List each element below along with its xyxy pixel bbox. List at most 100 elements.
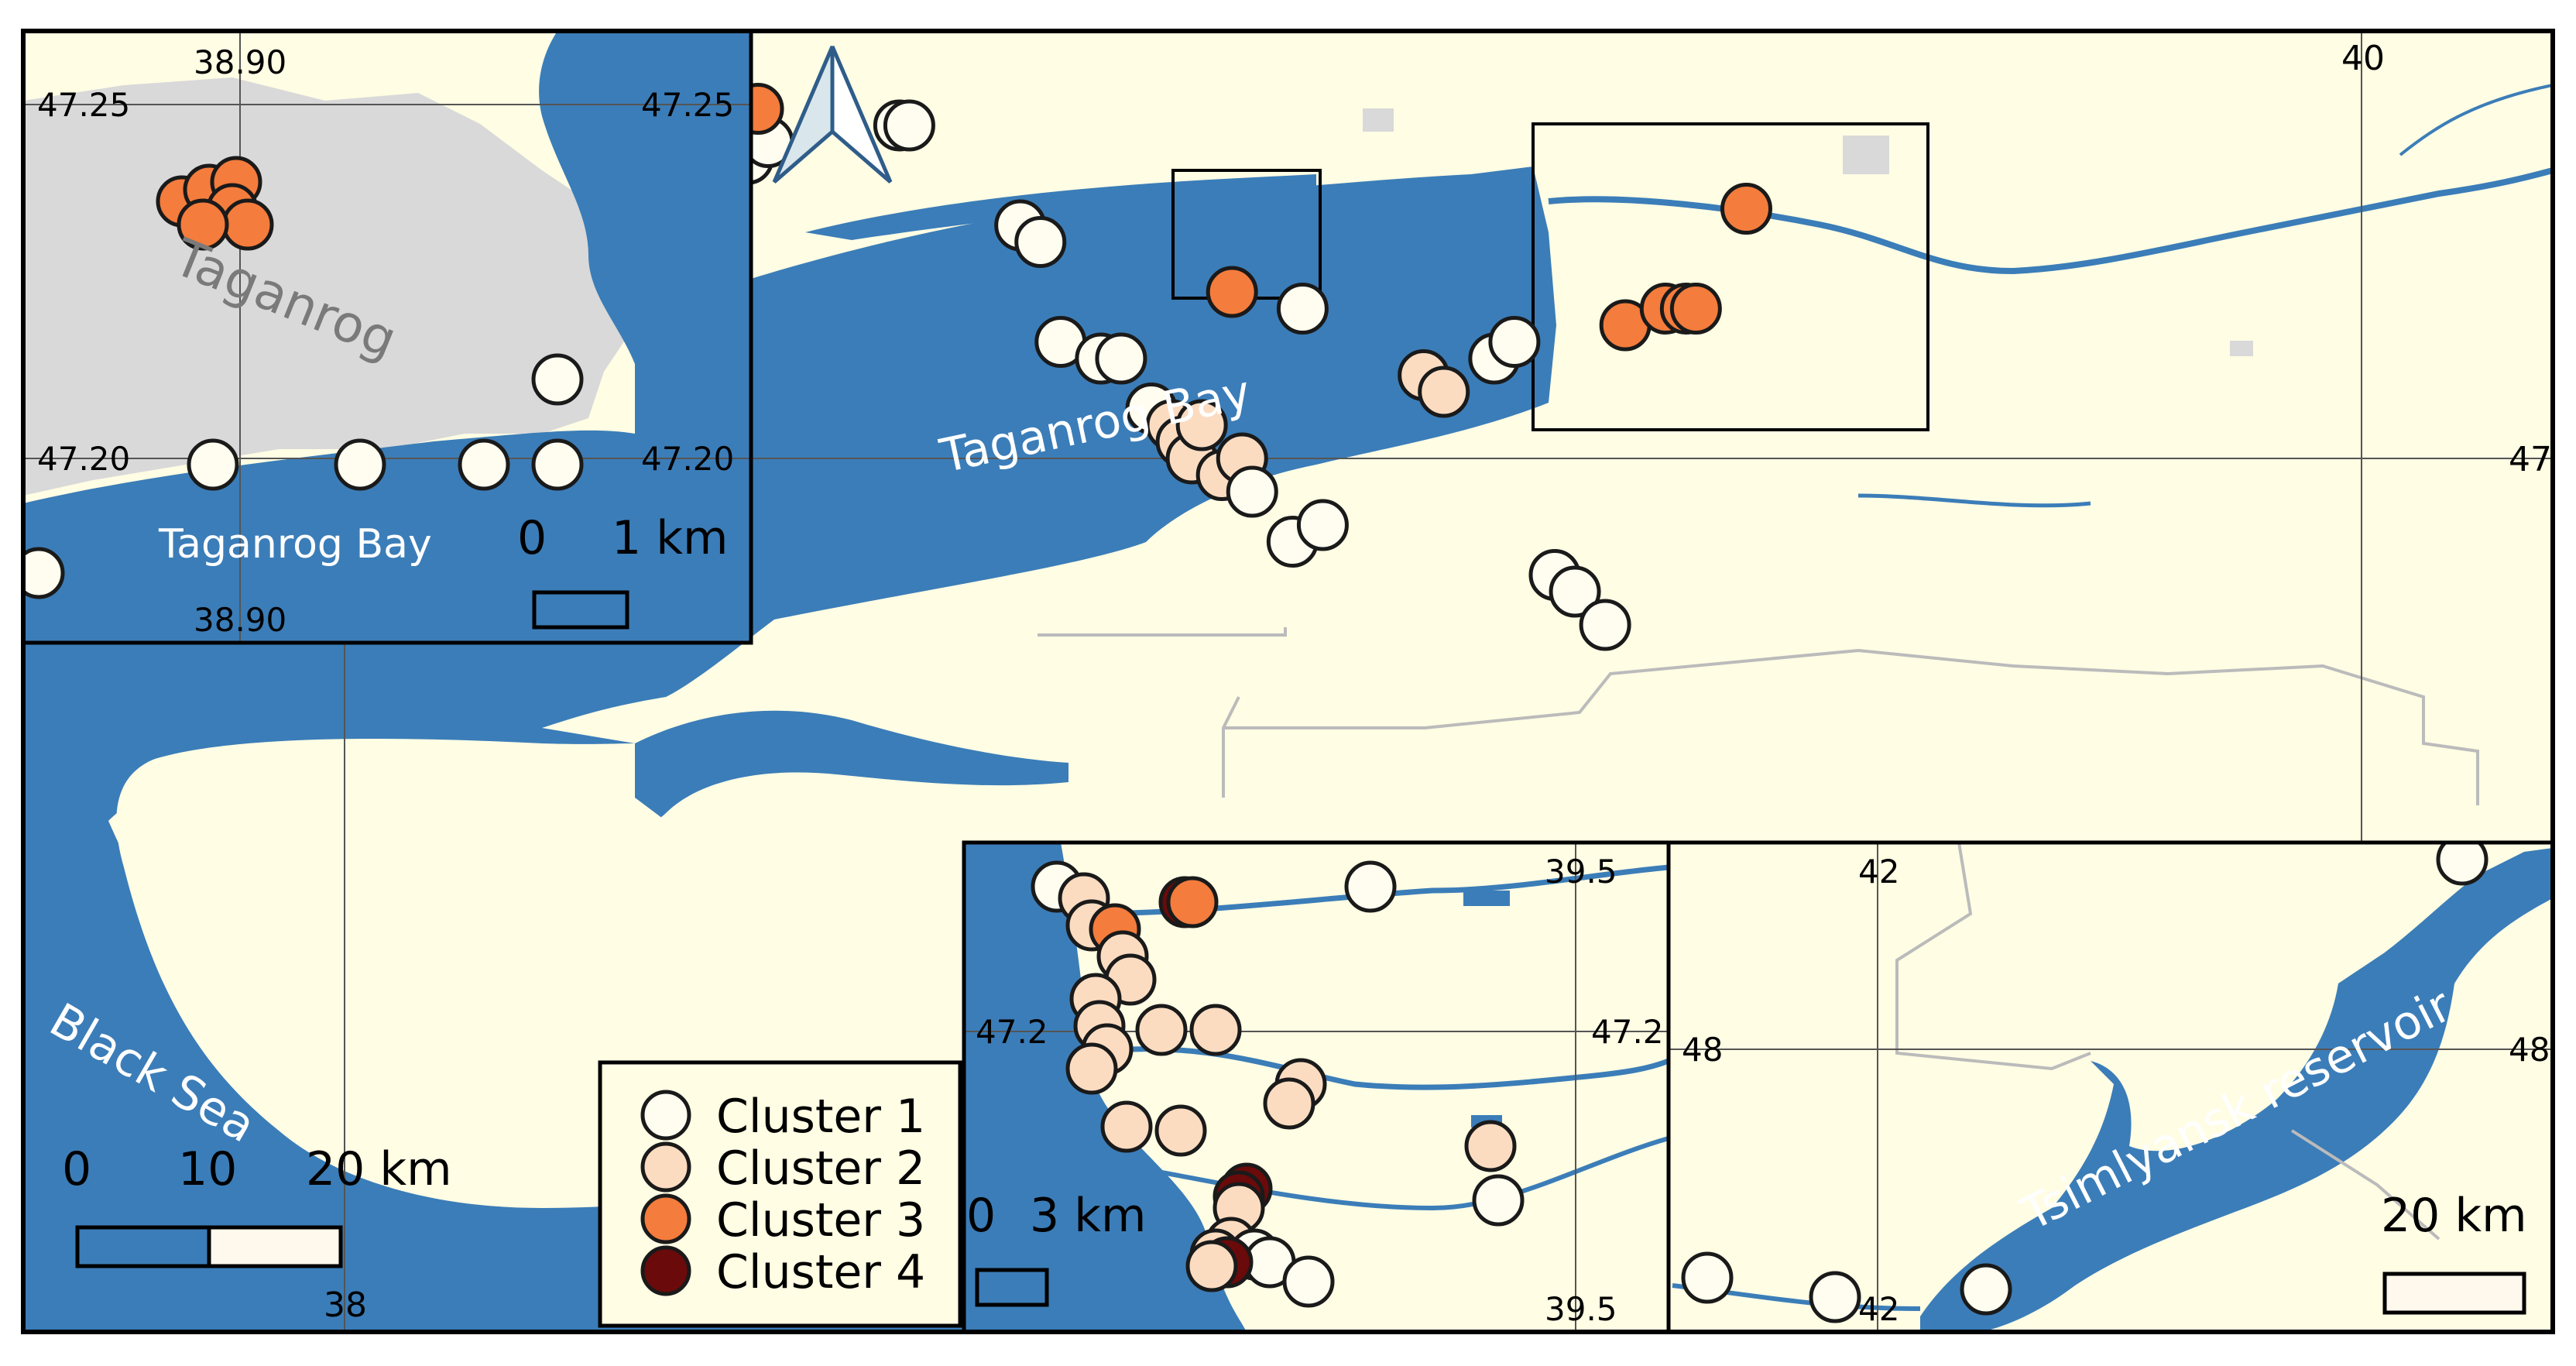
svg-text:42: 42 <box>1858 853 1899 891</box>
site-marker-cluster-2 <box>1189 1004 1242 1056</box>
legend-label: Cluster 3 <box>716 1193 925 1248</box>
site-marker-cluster-3 <box>177 198 229 251</box>
inset-delta-sites <box>1031 860 1525 1308</box>
legend-label: Cluster 2 <box>716 1141 925 1196</box>
urban-patch <box>2230 341 2253 356</box>
main-scalebar: 0 10 20 km <box>62 1142 452 1268</box>
site-marker-cluster-3 <box>1206 266 1258 318</box>
site-marker-cluster-1 <box>1681 1251 1734 1304</box>
inset-delta-scalebar: 0 3 km <box>966 1189 1146 1307</box>
site-marker-cluster-1 <box>1226 465 1278 518</box>
site-marker-cluster-1 <box>1960 1263 2012 1316</box>
svg-text:20 km: 20 km <box>306 1142 452 1196</box>
site-marker-cluster-1 <box>1579 599 1631 651</box>
inset-reservoir-sites <box>1681 843 2489 1323</box>
svg-text:1 km: 1 km <box>612 511 728 565</box>
site-marker-cluster-1 <box>1014 216 1067 268</box>
svg-text:47.20: 47.20 <box>641 440 734 478</box>
bay-narrow-channel <box>805 174 1316 240</box>
taganrog-bay-water <box>23 166 1556 728</box>
coord-main-lon-40: 40 <box>2341 39 2385 78</box>
svg-text:3 km: 3 km <box>1030 1189 1146 1243</box>
svg-text:48: 48 <box>1682 1031 1723 1069</box>
main-map: Taganrog Bay Black Sea 47 40 38 0 10 20 … <box>23 31 2553 1332</box>
site-marker-cluster-1 <box>1276 283 1329 335</box>
site-marker-cluster-2 <box>1263 1077 1315 1130</box>
site-marker-cluster-1 <box>1095 332 1147 385</box>
svg-text:0: 0 <box>517 511 547 565</box>
site-marker-cluster-1 <box>531 353 584 406</box>
site-marker-cluster-2 <box>1135 1004 1188 1056</box>
svg-text:38.90: 38.90 <box>194 43 286 81</box>
azov-strait-water <box>635 710 1068 822</box>
site-marker-cluster-1 <box>23 547 65 599</box>
svg-text:47.2: 47.2 <box>976 1013 1048 1051</box>
svg-text:38.90: 38.90 <box>194 601 286 639</box>
svg-text:47.25: 47.25 <box>641 86 734 124</box>
inset-reservoir-scalebar: 20 km <box>2381 1189 2527 1315</box>
urban-patch <box>1363 108 1394 132</box>
site-marker-cluster-1 <box>531 438 584 491</box>
site-marker-cluster-3 <box>1166 876 1219 928</box>
zoom-box-delta <box>1532 122 1929 431</box>
site-marker-cluster-1 <box>640 1090 691 1141</box>
svg-text:39.5: 39.5 <box>1545 853 1617 891</box>
tributary-2 <box>2399 84 2553 156</box>
svg-text:42: 42 <box>1858 1290 1899 1328</box>
site-marker-cluster-4 <box>640 1245 691 1296</box>
inset-bay-water <box>23 31 751 643</box>
inset-delta: 39.5 39.5 47.2 47.2 0 3 km <box>964 843 1669 1332</box>
legend-label: Cluster 1 <box>716 1090 925 1144</box>
site-marker-cluster-2 <box>1175 399 1228 451</box>
tributary <box>1857 493 2091 508</box>
svg-text:39.5: 39.5 <box>1545 1290 1617 1328</box>
inset-taganrog: Taganrog Taganrog Bay 38.90 38.90 47.25 … <box>23 31 751 643</box>
urban-patch <box>1843 136 1889 174</box>
site-marker-cluster-2 <box>1464 1120 1517 1172</box>
black-sea-water <box>23 643 964 1332</box>
north-arrow-icon <box>772 46 893 184</box>
site-marker-cluster-1 <box>1296 499 1349 551</box>
site-marker-cluster-3 <box>640 1193 691 1244</box>
delta-water <box>964 843 1247 1332</box>
admin-border <box>1038 627 2479 805</box>
site-marker-cluster-3 <box>1669 283 1722 335</box>
site-marker-cluster-1 <box>2436 843 2489 886</box>
delta-channel-3 <box>1099 1136 1669 1211</box>
site-marker-cluster-2 <box>1185 1240 1238 1292</box>
site-marker-cluster-2 <box>1100 1100 1153 1153</box>
svg-text:47.25: 47.25 <box>37 86 130 124</box>
site-marker-cluster-2 <box>640 1141 691 1193</box>
admin-border-inset <box>1895 843 2441 1241</box>
inset-taganrog-scalebar: 0 1 km <box>517 511 728 630</box>
svg-text:47.2: 47.2 <box>1591 1013 1664 1051</box>
inset-taganrog-sites <box>23 156 584 599</box>
site-marker-cluster-1 <box>1282 1255 1335 1308</box>
site-marker-cluster-1 <box>1472 1174 1525 1227</box>
coord-main-lon-38: 38 <box>324 1285 367 1325</box>
site-marker-cluster-3 <box>1720 183 1772 235</box>
svg-text:20 km: 20 km <box>2381 1189 2527 1243</box>
inset-reservoir: Tsimlyansk reservoir 42 42 48 48 20 km <box>1669 843 2553 1332</box>
site-marker-cluster-1 <box>187 438 239 491</box>
site-marker-cluster-2 <box>1418 366 1470 418</box>
site-marker-cluster-1 <box>334 438 386 491</box>
site-marker-cluster-1 <box>1809 1271 1861 1323</box>
site-marker-cluster-1 <box>1344 860 1397 913</box>
legend-label: Cluster 4 <box>716 1245 925 1299</box>
site-marker-cluster-1 <box>883 99 935 152</box>
site-marker-cluster-1 <box>458 438 510 491</box>
svg-text:0: 0 <box>966 1189 996 1243</box>
reservoir-water <box>1920 848 2553 1332</box>
label-inset-bay: Taganrog Bay <box>158 521 432 568</box>
site-marker-cluster-1 <box>1549 565 1601 618</box>
site-marker-cluster-1 <box>1488 316 1541 368</box>
svg-text:47.20: 47.20 <box>37 440 130 478</box>
site-marker-cluster-2 <box>1154 1104 1207 1157</box>
svg-text:48: 48 <box>2509 1031 2550 1069</box>
svg-text:10: 10 <box>178 1142 237 1196</box>
coord-main-lat: 47 <box>2509 440 2552 479</box>
figure-frame <box>21 29 2555 1334</box>
